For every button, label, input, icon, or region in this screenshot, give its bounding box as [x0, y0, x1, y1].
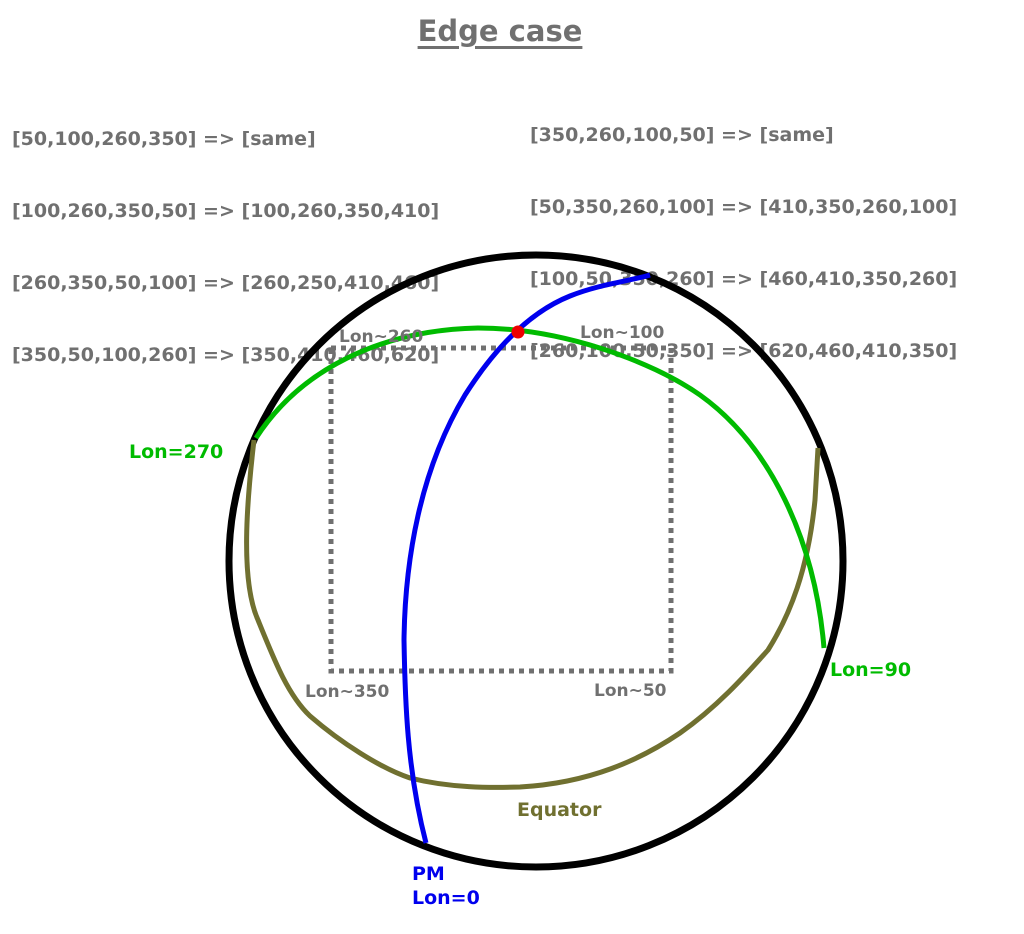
- meridian-270-90-line: [253, 325, 827, 649]
- pm-lon-label: Lon=0: [412, 887, 480, 909]
- prime-meridian-line: [401, 272, 651, 844]
- globe-outline: [225, 251, 847, 871]
- equator-line: [244, 439, 821, 790]
- lon-90-label: Lon=90: [830, 659, 911, 681]
- corner-label-bottom-left: Lon~350: [305, 682, 390, 702]
- mapping-list-right: [350,260,100,50] => [same] [50,350,260,1…: [530, 75, 957, 387]
- mapping-line: [260,100,50,350] => [620,460,410,350]: [530, 340, 958, 362]
- corner-label-bottom-right: Lon~50: [594, 681, 667, 701]
- bounding-box: [328, 345, 674, 674]
- mapping-line: [350,50,100,260] => [350,410,460,620]: [12, 344, 440, 366]
- equator-label: Equator: [517, 799, 602, 821]
- pm-label: PM: [412, 863, 445, 885]
- lon-270-label: Lon=270: [129, 441, 223, 463]
- mapping-line: [350,260,100,50] => [same]: [530, 124, 834, 146]
- mapping-line: [50,100,260,350] => [same]: [12, 128, 316, 150]
- mapping-list-left: [50,100,260,350] => [same] [100,260,350,…: [12, 79, 439, 391]
- corner-label-top-right: Lon~100: [580, 323, 665, 343]
- mapping-line: [50,350,260,100] => [410,350,260,100]: [530, 196, 958, 218]
- corner-label-top-left: Lon~260: [339, 327, 424, 347]
- mapping-line: [100,260,350,50] => [100,260,350,410]: [12, 200, 440, 222]
- page-title: Edge case: [417, 14, 583, 48]
- pole-marker: [511, 325, 525, 339]
